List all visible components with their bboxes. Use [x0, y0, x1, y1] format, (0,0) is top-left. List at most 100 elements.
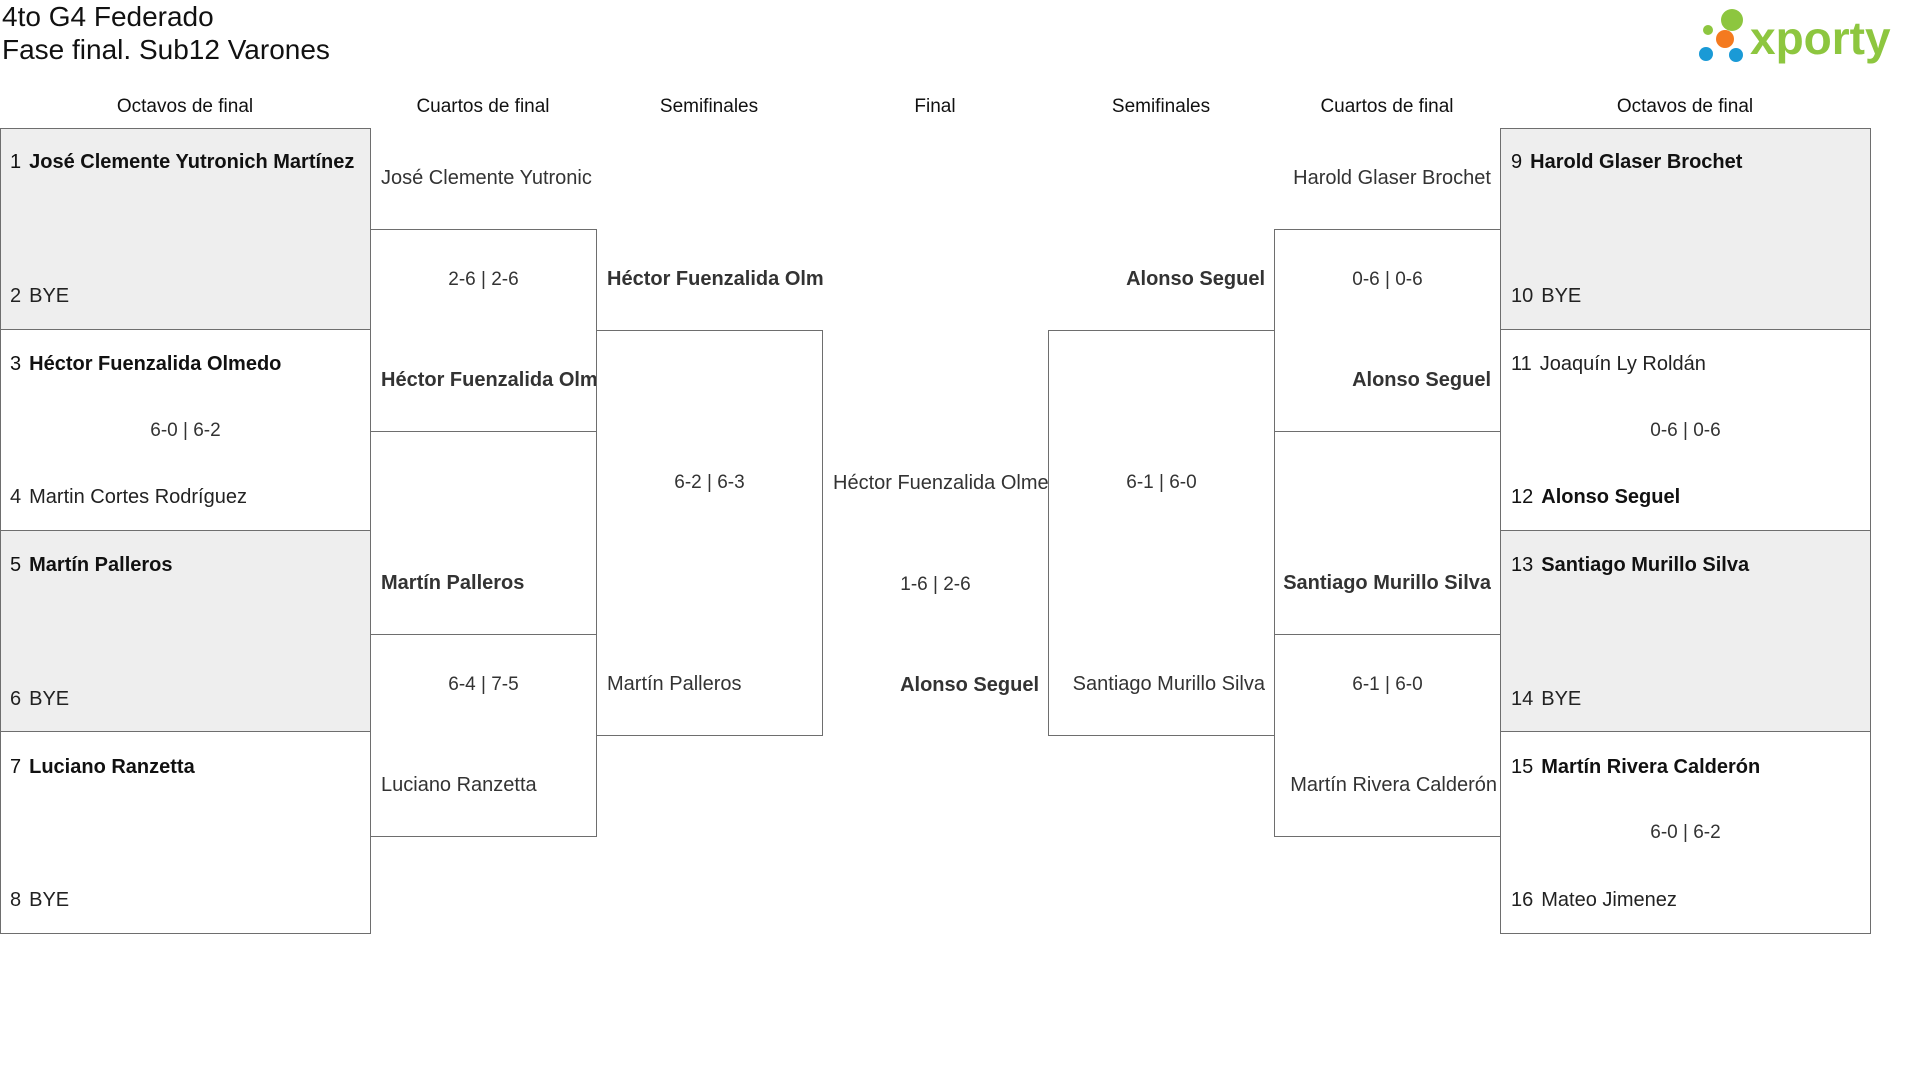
col-head-left-qf: Cuartos de final — [416, 96, 550, 117]
left-r16-m4-player1[interactable]: 7 Luciano Ranzetta — [10, 755, 195, 779]
left-r16-m3-player2[interactable]: 6 BYE — [10, 687, 69, 711]
player-name: BYE — [29, 889, 70, 911]
right-sf-score: 6-1 | 6-0 — [1126, 472, 1197, 493]
left-r16-m4-player2[interactable]: 8 BYE — [10, 888, 69, 912]
final-score: 1-6 | 2-6 — [900, 574, 971, 595]
right-r16-match-3[interactable] — [1500, 530, 1871, 732]
right-sf-match[interactable] — [1048, 330, 1275, 736]
right-r16-m3-player2[interactable]: 14 BYE — [1511, 687, 1581, 711]
seed-number: 11 — [1511, 353, 1532, 375]
left-r16-m2-score: 6-0 | 6-2 — [150, 420, 221, 441]
player-name: Martín Palleros — [29, 554, 173, 576]
left-r16-match-1[interactable] — [0, 128, 371, 330]
left-qf-m2-score: 6-4 | 7-5 — [448, 674, 519, 695]
player-name: BYE — [1541, 688, 1582, 710]
seed-number: 12 — [1511, 486, 1534, 508]
right-r16-m2-score: 0-6 | 0-6 — [1650, 420, 1721, 441]
player-name: José Clemente Yutronich Martínez — [29, 151, 355, 173]
left-r16-match-4[interactable] — [0, 731, 371, 934]
left-qf-m1-player2[interactable]: Héctor Fuenzalida Olme — [381, 369, 597, 391]
seed-number: 9 — [1511, 151, 1523, 173]
right-qf-m2-score: 6-1 | 6-0 — [1352, 674, 1423, 695]
left-sf-score: 6-2 | 6-3 — [674, 472, 745, 493]
seed-number: 10 — [1511, 285, 1534, 307]
right-sf-player2[interactable]: Santiago Murillo Silva — [1072, 673, 1265, 695]
player-name: Héctor Fuenzalida Olmedo — [29, 353, 282, 375]
col-head-final: Final — [914, 96, 956, 117]
player-name: Mateo Jimenez — [1541, 889, 1677, 911]
final-player1[interactable]: Héctor Fuenzalida Olme — [833, 472, 1049, 494]
right-qf-m2-player1[interactable]: Santiago Murillo Silva — [1283, 572, 1491, 594]
right-r16-m4-player2[interactable]: 16 Mateo Jimenez — [1511, 888, 1677, 912]
seed-number: 3 — [10, 353, 22, 375]
tournament-title: 4to G4 Federado — [2, 1, 214, 32]
right-qf-match-1[interactable] — [1274, 229, 1501, 432]
right-r16-match-2[interactable] — [1500, 329, 1871, 531]
right-r16-match-4[interactable] — [1500, 731, 1871, 934]
logo-dot-green-small — [1703, 25, 1713, 35]
left-r16-m1-player1[interactable]: 1 José Clemente Yutronich Martínez — [10, 150, 354, 174]
left-sf-match[interactable] — [596, 330, 823, 736]
seed-number: 2 — [10, 285, 22, 307]
seed-number: 4 — [10, 486, 22, 508]
col-head-right-qf: Cuartos de final — [1320, 96, 1454, 117]
player-name: Joaquín Ly Roldán — [1539, 353, 1706, 375]
right-r16-m3-player1[interactable]: 13 Santiago Murillo Silva — [1511, 553, 1749, 577]
logo-dot-green-large — [1721, 9, 1743, 31]
seed-number: 16 — [1511, 889, 1534, 911]
left-sf-player1[interactable]: Héctor Fuenzalida Olme — [607, 268, 823, 290]
left-r16-match-2[interactable] — [0, 329, 371, 531]
seed-number: 1 — [10, 151, 22, 173]
left-qf-match-2[interactable] — [370, 634, 597, 837]
left-qf-m1-score: 2-6 | 2-6 — [448, 269, 519, 290]
right-qf-m1-player2[interactable]: Alonso Seguel — [1352, 369, 1491, 391]
left-r16-m2-player1[interactable]: 3 Héctor Fuenzalida Olmedo — [10, 352, 281, 376]
right-r16-match-1[interactable] — [1500, 128, 1871, 330]
player-name: BYE — [1541, 285, 1582, 307]
seed-number: 6 — [10, 688, 22, 710]
right-qf-m1-player1[interactable]: Harold Glaser Brochet — [1293, 167, 1491, 189]
col-head-left-sf: Semifinales — [659, 96, 759, 117]
seed-number: 8 — [10, 889, 22, 911]
player-name: Martin Cortes Rodríguez — [29, 486, 247, 508]
left-r16-m2-player2[interactable]: 4 Martin Cortes Rodríguez — [10, 485, 247, 509]
right-qf-match-2[interactable] — [1274, 634, 1501, 837]
player-name: BYE — [29, 285, 70, 307]
col-head-right-sf: Semifinales — [1111, 96, 1211, 117]
seed-number: 15 — [1511, 756, 1534, 778]
player-name: BYE — [29, 688, 70, 710]
player-name: Luciano Ranzetta — [29, 756, 195, 778]
seed-number: 14 — [1511, 688, 1534, 710]
left-r16-m1-player2[interactable]: 2 BYE — [10, 284, 69, 308]
tournament-subtitle: Fase final. Sub12 Varones — [2, 34, 330, 65]
left-qf-match-1[interactable] — [370, 229, 597, 432]
logo-wordmark: xporty — [1750, 12, 1891, 64]
right-qf-m1-score: 0-6 | 0-6 — [1352, 269, 1423, 290]
right-r16-m1-player2[interactable]: 10 BYE — [1511, 284, 1581, 308]
right-r16-m2-player1[interactable]: 11 Joaquín Ly Roldán — [1511, 352, 1706, 376]
seed-number: 13 — [1511, 554, 1534, 576]
xporty-logo-icon: xporty — [1699, 9, 1891, 64]
right-r16-m4-score: 6-0 | 6-2 — [1650, 822, 1721, 843]
logo-dot-blue-2 — [1729, 48, 1743, 62]
col-head-left-r16: Octavos de final — [116, 96, 254, 117]
left-r16-m3-player1[interactable]: 5 Martín Palleros — [10, 553, 173, 577]
logo-dot-blue — [1699, 47, 1713, 61]
right-r16-m1-player1[interactable]: 9 Harold Glaser Brochet — [1511, 150, 1742, 174]
left-qf-m2-player2[interactable]: Luciano Ranzetta — [381, 774, 537, 796]
logo-dot-orange — [1716, 30, 1734, 48]
left-sf-player2[interactable]: Martín Palleros — [607, 673, 742, 695]
final-player2[interactable]: Alonso Seguel — [900, 674, 1039, 696]
xporty-logo[interactable]: xporty — [1696, 4, 1920, 68]
seed-number: 5 — [10, 554, 22, 576]
left-qf-m1-player1[interactable]: José Clemente Yutronic — [381, 167, 592, 189]
player-name: Harold Glaser Brochet — [1530, 151, 1743, 173]
seed-number: 7 — [10, 756, 22, 778]
player-name: Santiago Murillo Silva — [1541, 554, 1750, 576]
right-sf-player1[interactable]: Alonso Seguel — [1126, 268, 1265, 290]
left-qf-m2-player1[interactable]: Martín Palleros — [381, 572, 525, 594]
col-head-right-r16: Octavos de final — [1616, 96, 1754, 117]
right-qf-m2-player2[interactable]: Martín Rivera Calderón — [1290, 774, 1497, 796]
